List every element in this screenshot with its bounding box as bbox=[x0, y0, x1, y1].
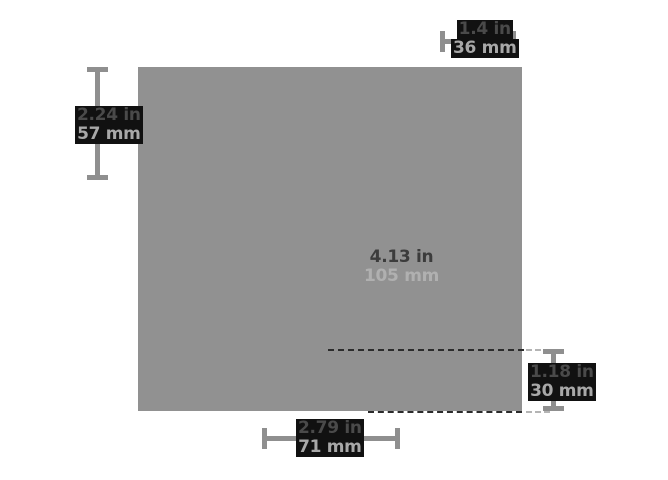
right-dimension-tick-top bbox=[543, 349, 564, 354]
left-height-dimension-label: 2.24 in 57 mm bbox=[75, 106, 143, 144]
left-dimension-tick-top bbox=[87, 67, 108, 72]
top-dimension-millimeters: 36 mm bbox=[451, 38, 519, 58]
part-outline-rectangle bbox=[138, 67, 522, 411]
top-width-dimension-label: 1.4 in 36 mm bbox=[451, 20, 519, 58]
right-dimension-tick-bottom bbox=[543, 406, 564, 411]
bottom-dimension-tick-left bbox=[262, 428, 267, 449]
left-dimension-millimeters: 57 mm bbox=[75, 124, 143, 144]
leader-line-upper bbox=[328, 349, 524, 351]
bottom-width-dimension-label: 2.79 in 71 mm bbox=[296, 419, 364, 457]
leader-line-lower bbox=[368, 411, 522, 413]
bottom-dimension-tick-right bbox=[395, 428, 400, 449]
center-dimension-inches: 4.13 in bbox=[369, 247, 434, 267]
right-dimension-inches: 1.18 in bbox=[528, 362, 596, 382]
left-dimension-tick-bottom bbox=[87, 175, 108, 180]
leader-line-lower-extension bbox=[526, 411, 550, 413]
top-dimension-tick-left bbox=[440, 31, 445, 52]
leader-line-upper-extension bbox=[526, 349, 550, 351]
top-dimension-inches: 1.4 in bbox=[456, 19, 513, 39]
center-overall-dimension-label: 4.13 in 105 mm bbox=[362, 248, 441, 286]
bottom-dimension-inches: 2.79 in bbox=[296, 418, 364, 438]
center-dimension-millimeters: 105 mm bbox=[364, 266, 440, 286]
left-dimension-inches: 2.24 in bbox=[75, 105, 143, 125]
bottom-dimension-millimeters: 71 mm bbox=[296, 437, 364, 457]
right-dimension-millimeters: 30 mm bbox=[528, 381, 596, 401]
right-height-dimension-label: 1.18 in 30 mm bbox=[528, 363, 596, 401]
